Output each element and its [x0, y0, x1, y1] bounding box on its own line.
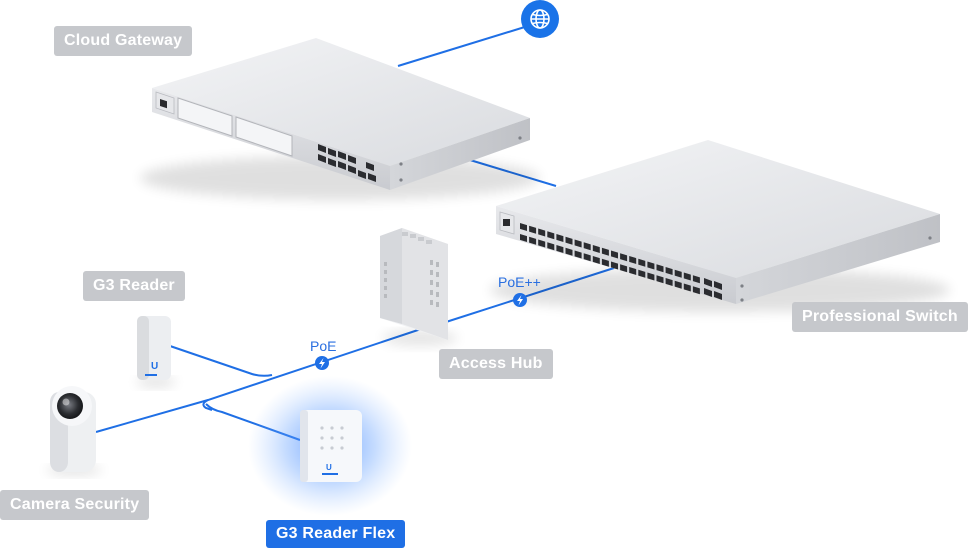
cloud-gateway-device: [140, 38, 540, 200]
svg-text:U: U: [326, 463, 332, 472]
switch-port: [629, 255, 637, 264]
poe-plus-marker: [513, 293, 527, 307]
label-g3-reader-flex: G3 Reader Flex: [266, 520, 406, 548]
link-gateway-internet: [397, 25, 529, 67]
switch-port: [592, 244, 600, 253]
label-access-hub: Access Hub: [439, 349, 553, 379]
switch-port: [529, 225, 537, 234]
switch-port: [620, 253, 628, 262]
switch-port: [683, 272, 691, 281]
switch-port: [683, 283, 691, 292]
switch-port: [674, 280, 682, 289]
g3-reader-device: U: [136, 316, 176, 387]
globe-icon: [530, 9, 550, 29]
switch-port: [647, 272, 655, 281]
switch-port: [583, 253, 591, 262]
label-cloud-gateway: Cloud Gateway: [54, 26, 193, 56]
switch-port: [629, 266, 637, 275]
access-hub-device: [380, 228, 458, 346]
switch-port: [538, 228, 546, 237]
professional-switch-device: [490, 140, 950, 312]
switch-port: [647, 261, 655, 270]
bolt-icon: [319, 358, 325, 369]
label-camera-security: Camera Security: [0, 490, 150, 520]
switch-port: [638, 269, 646, 278]
switch-port: [611, 261, 618, 270]
camera-security-device: [46, 386, 102, 475]
switch-port: [556, 233, 564, 242]
switch-port: [565, 247, 573, 256]
switch-port: [574, 239, 582, 248]
svg-text:U: U: [151, 361, 158, 372]
switch-port: [556, 244, 564, 253]
switch-port: [601, 258, 609, 267]
switch-port: [520, 223, 527, 231]
label-poe-plus-plus: PoE++: [498, 274, 541, 290]
switch-port: [638, 258, 646, 267]
switch-port: [674, 269, 682, 278]
switch-port: [656, 275, 664, 284]
switch-ports: [520, 223, 700, 295]
label-professional-switch: Professional Switch: [792, 302, 968, 332]
g3-reader-flex-device: U: [248, 376, 412, 516]
switch-port: [574, 250, 582, 259]
switch-port: [620, 264, 628, 273]
switch-port: [665, 266, 673, 275]
internet-node: [521, 0, 559, 38]
link-to-g3-reader: [169, 345, 273, 377]
switch-port: [692, 275, 700, 284]
link-to-camera: [95, 399, 209, 433]
switch-port: [601, 247, 609, 256]
switch-port: [547, 242, 555, 251]
label-poe: PoE: [310, 338, 337, 354]
switch-port: [692, 286, 700, 295]
switch-port: [565, 236, 573, 245]
bolt-icon: [517, 295, 523, 306]
switch-port: [520, 234, 527, 242]
label-g3-reader: G3 Reader: [83, 271, 185, 301]
switch-port: [538, 239, 546, 248]
switch-port: [611, 250, 618, 259]
poe-marker: [315, 356, 329, 370]
switch-port: [665, 277, 673, 286]
switch-port: [656, 264, 664, 273]
switch-port: [592, 255, 600, 264]
switch-port: [529, 236, 537, 245]
switch-port: [583, 242, 591, 251]
link-to-g3-reader-flex: [205, 403, 301, 441]
switch-port: [547, 231, 555, 240]
